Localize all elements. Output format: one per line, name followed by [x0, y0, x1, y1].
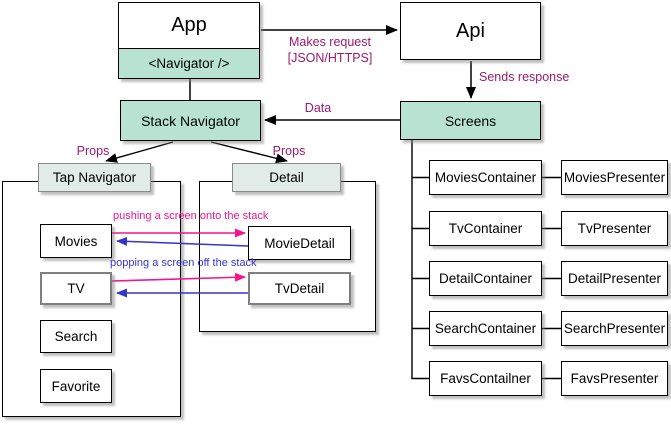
favs-presenter-node: FavsPresenter	[561, 361, 668, 396]
detail-container-node: DetailContainer	[429, 261, 542, 296]
movies-presenter-node: MoviesPresenter	[561, 160, 668, 195]
search-container-node: SearchContainer	[429, 311, 542, 346]
stack-navigator-node: Stack Navigator	[120, 100, 261, 141]
tv-presenter-node: TvPresenter	[561, 211, 668, 246]
tap-navigator-header: Tap Navigator	[38, 163, 151, 192]
detail-header: Detail	[232, 163, 341, 192]
tv-container-node: TvContainer	[429, 211, 542, 246]
makes-request-line2: [JSON/HTTPS]	[287, 50, 373, 65]
search-node: Search	[40, 320, 112, 353]
pushing-screen-label: pushing a screen onto the stack	[113, 210, 269, 222]
app-title: App	[119, 3, 259, 48]
movies-container-node: MoviesContainer	[429, 160, 542, 195]
makes-request-label: Makes request [JSON/HTTPS]	[270, 35, 390, 66]
props-left-label: Props	[76, 144, 110, 158]
detail-presenter-node: DetailPresenter	[561, 261, 668, 296]
app-node: App <Navigator />	[118, 2, 260, 79]
moviedetail-node: MovieDetail	[248, 226, 351, 260]
app-navigator-subtitle: <Navigator />	[119, 48, 259, 78]
screens-node: Screens	[400, 101, 541, 140]
data-label: Data	[304, 101, 332, 115]
props-right-label: Props	[272, 144, 306, 158]
edge-stack-to-tap-props	[105, 141, 174, 163]
makes-request-line1: Makes request	[289, 35, 371, 49]
favs-container-node: FavsContailner	[429, 361, 542, 396]
sends-response-label: Sends response	[479, 70, 570, 84]
edge-screens-trunk	[411, 140, 429, 380]
tvdetail-node: TvDetail	[248, 272, 351, 305]
api-node: Api	[400, 2, 541, 60]
search-presenter-node: SearchPresenter	[561, 311, 668, 346]
tv-node: TV	[40, 272, 112, 305]
popping-screen-label: popping a screen off the stack	[110, 257, 257, 269]
favorite-node: Favorite	[40, 369, 112, 403]
movies-node: Movies	[40, 224, 112, 258]
